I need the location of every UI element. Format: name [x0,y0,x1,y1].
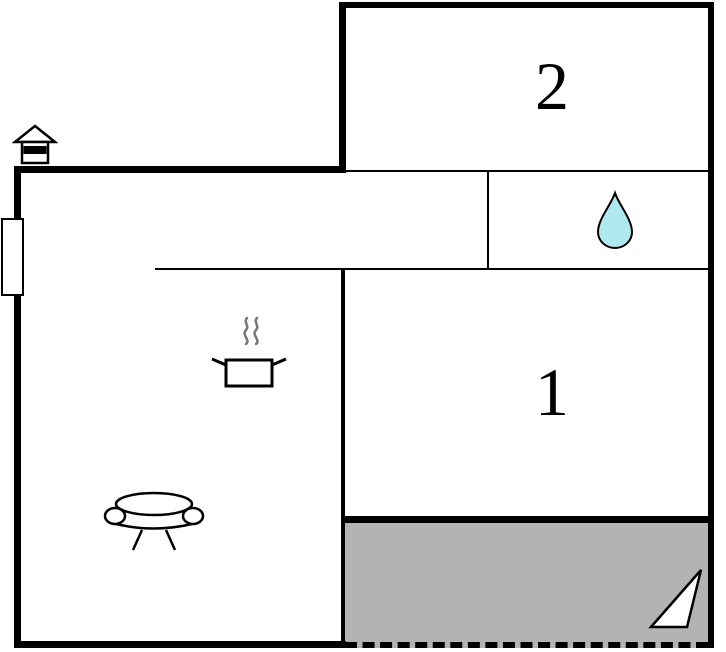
wall-bathroom-divider [487,172,489,268]
room-2-label: 2 [535,48,569,124]
water-drop-shape [596,189,634,249]
room-1-label: 1 [535,354,569,430]
wall-room2-left [339,2,346,172]
wall-under-room2 [345,170,708,172]
hallway-area [21,173,487,268]
north-arrow-icon [648,566,706,637]
wall-hallway-bottom [155,268,708,270]
wall-top-left [14,166,346,173]
wall-left-upper [14,166,21,218]
sofa-icon [102,488,206,559]
wall-room1-living-divider [341,268,345,641]
wall-bottom [14,641,346,648]
terrace-area [345,523,708,648]
wall-left-lower [14,296,21,648]
wall-room2-top [339,2,714,8]
water-drop-icon [596,189,634,255]
pot-with-steam-icon [206,314,290,403]
living-room-area [21,270,341,641]
wall-terrace-top [341,516,714,523]
window-left [1,218,24,296]
wall-right [708,2,714,648]
entrance-house-icon [11,124,59,173]
